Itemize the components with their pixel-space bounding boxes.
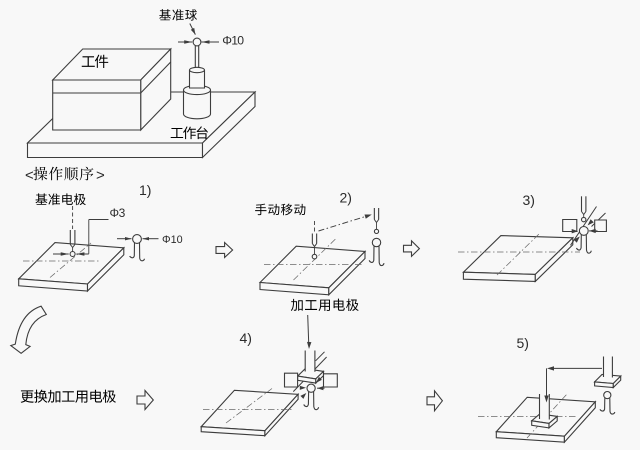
- svg-text:Φ3: Φ3: [110, 206, 126, 220]
- svg-text:1): 1): [139, 182, 151, 198]
- svg-text:>: >: [96, 167, 105, 184]
- svg-text:4): 4): [240, 330, 252, 346]
- svg-text:3): 3): [523, 192, 535, 208]
- svg-text:5): 5): [517, 335, 529, 351]
- svg-text:<: <: [25, 167, 34, 184]
- svg-text:2): 2): [340, 190, 352, 206]
- svg-text:Φ10: Φ10: [222, 34, 244, 48]
- svg-text:Φ10: Φ10: [162, 234, 183, 246]
